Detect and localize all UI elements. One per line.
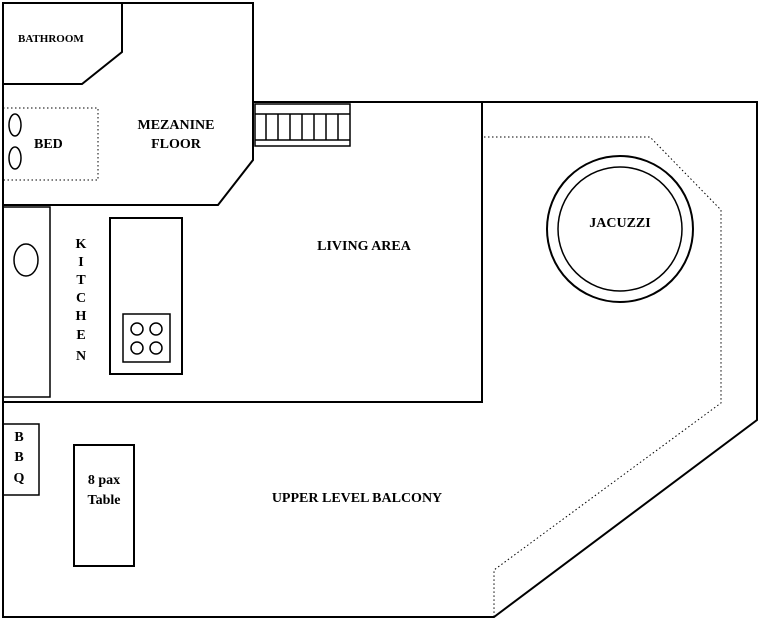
- label-living-area: LIVING AREA: [317, 239, 412, 254]
- living-area-wall: [3, 102, 483, 403]
- label-kitchen-letter: I: [78, 255, 83, 270]
- jacuzzi-outer: [546, 155, 694, 303]
- label-kitchen-letter: C: [76, 291, 86, 306]
- stove: [122, 313, 171, 363]
- label-bathroom: BATHROOM: [18, 33, 84, 45]
- kitchen-sink-counter: [2, 206, 51, 398]
- label-kitchen-letter: K: [76, 237, 87, 252]
- bed-pillow: [8, 146, 22, 170]
- bbq-box: [2, 423, 40, 496]
- sink: [13, 243, 39, 277]
- label-bbq-letter: B: [14, 450, 23, 465]
- label-bed: BED: [34, 137, 63, 152]
- stove-burner: [130, 322, 144, 336]
- stove-burner: [149, 322, 163, 336]
- label-mezzanine: MEZANINE: [137, 118, 214, 133]
- outer-wall: [2, 101, 758, 618]
- jacuzzi-inner: [557, 166, 683, 292]
- stove-burner: [130, 341, 144, 355]
- label-bbq-letter: Q: [14, 471, 25, 486]
- mezzanine-wall: [2, 2, 254, 206]
- label-mezzanine-floor: FLOOR: [151, 137, 202, 152]
- kitchen-island: [109, 217, 183, 375]
- balcony-deck-outline: [484, 136, 722, 616]
- label-kitchen-letter: H: [76, 309, 87, 324]
- label-table: Table: [88, 493, 121, 508]
- staircase: [254, 103, 351, 147]
- dining-table: [73, 444, 135, 567]
- bathroom-wall: [3, 3, 123, 85]
- label-kitchen-letter: E: [76, 328, 85, 343]
- label-kitchen-letter: T: [76, 273, 86, 288]
- label-balcony: UPPER LEVEL BALCONY: [272, 491, 442, 506]
- label-bbq-letter: B: [14, 430, 23, 445]
- label-table-capacity: 8 pax: [88, 473, 120, 488]
- bed-pillow: [8, 113, 22, 137]
- label-jacuzzi: JACUZZI: [589, 216, 650, 231]
- stove-burner: [149, 341, 163, 355]
- label-kitchen-letter: N: [76, 349, 86, 364]
